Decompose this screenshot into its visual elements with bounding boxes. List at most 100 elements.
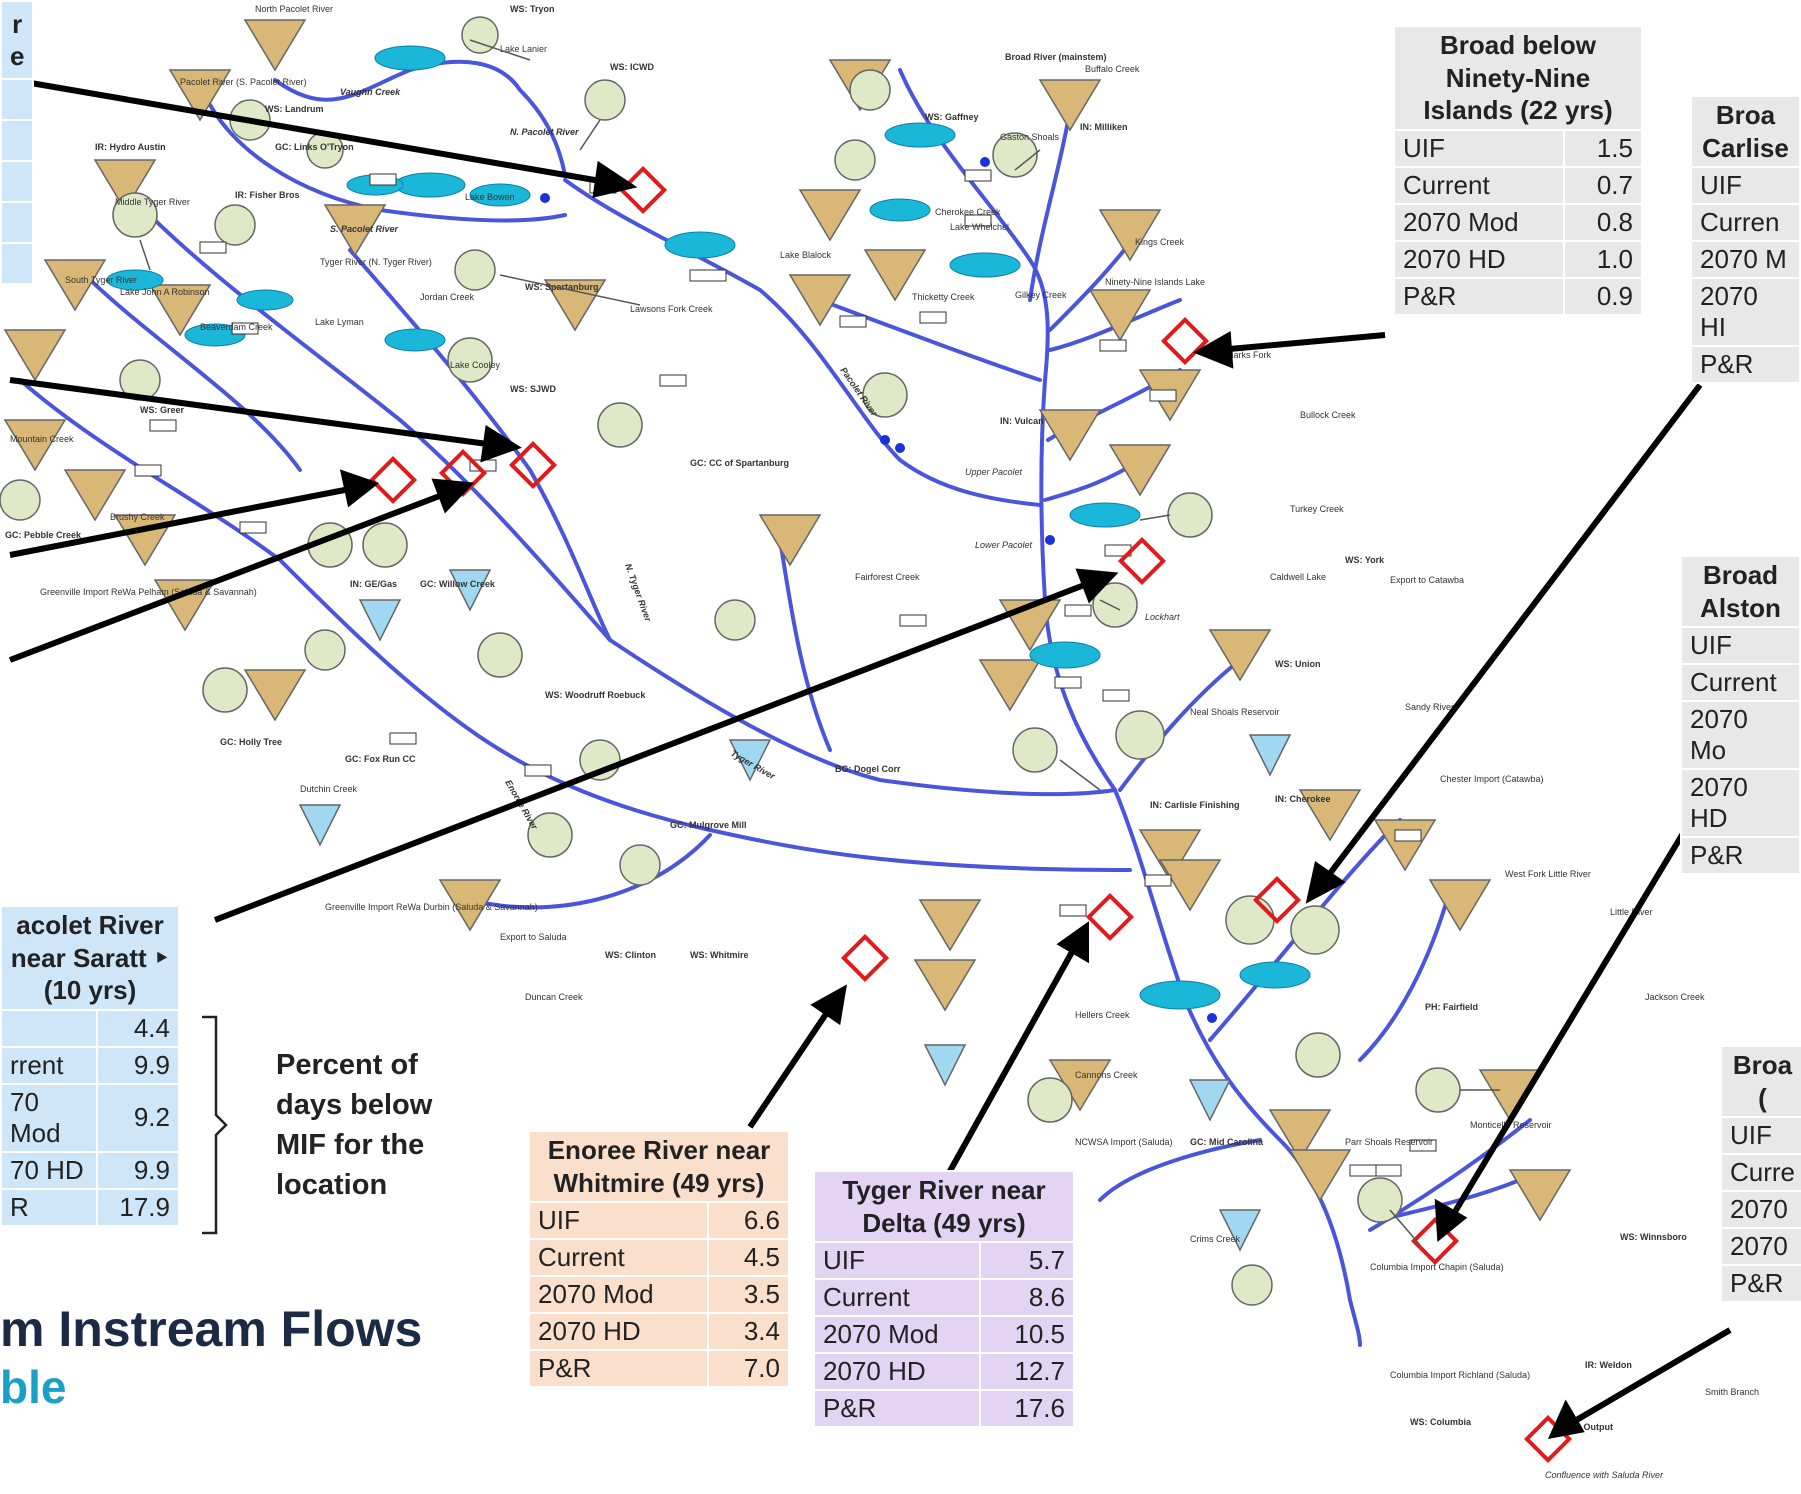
svg-text:WS: Woodruff Roebuck: WS: Woodruff Roebuck: [545, 690, 646, 700]
river-vaughn: [273, 59, 567, 177]
row-value: 8.6: [978, 1278, 1076, 1317]
svg-text:IN: Carlisle Finishing: IN: Carlisle Finishing: [1150, 800, 1240, 810]
svg-text:Broad Output: Broad Output: [1555, 1422, 1613, 1432]
svg-text:Upper Pacolet: Upper Pacolet: [965, 467, 1023, 477]
river-buffalo: [1028, 108, 1072, 302]
row-label: Current: [527, 1238, 710, 1277]
svg-text:Broad River (mainstem): Broad River (mainstem): [1005, 52, 1107, 62]
row-value: 12.7: [978, 1352, 1076, 1391]
river-pacolet: [563, 178, 1042, 507]
row-label: Current: [813, 1278, 981, 1317]
row-label: UIF: [1392, 128, 1566, 168]
svg-text:WS: ICWD: WS: ICWD: [610, 62, 654, 72]
tributary-icons: [3, 19, 1572, 1222]
svg-text:Thicketty Creek: Thicketty Creek: [912, 292, 975, 302]
svg-text:IN: Vulcan: IN: Vulcan: [1000, 416, 1044, 426]
slide-title: m Instream Flows: [0, 1301, 423, 1357]
svg-text:WS: SJWD: WS: SJWD: [510, 384, 556, 394]
svg-text:Duncan Creek: Duncan Creek: [525, 992, 583, 1002]
row-label: P&R: [1680, 836, 1801, 875]
slide-subtitle: ble: [0, 1361, 67, 1413]
table-broad-alston: Broad Alston UIF Current 2070 Mo 2070 HD…: [1680, 555, 1801, 875]
row-label: P&R: [1719, 1264, 1801, 1303]
import-icons: [298, 569, 1292, 1252]
svg-text:GC: Links O'Tryon: GC: Links O'Tryon: [275, 142, 354, 152]
row-label: Current: [1680, 663, 1801, 702]
svg-text:WS: York: WS: York: [1345, 555, 1385, 565]
row-label: UIF: [1719, 1116, 1801, 1155]
table-title: Broa (: [1719, 1045, 1801, 1118]
svg-text:Lockhart: Lockhart: [1145, 612, 1180, 622]
note-percent-days: Percent of days below MIF for the locati…: [276, 1045, 432, 1205]
svg-text:GC: Holly Tree: GC: Holly Tree: [220, 737, 282, 747]
map-text-labels: North Pacolet River Vaughn Creek Lake La…: [5, 4, 1759, 1480]
svg-text:Smith Branch: Smith Branch: [1705, 1387, 1759, 1397]
svg-text:PH: Fairfield: PH: Fairfield: [1425, 1002, 1478, 1012]
row-label: UIF: [813, 1241, 981, 1280]
svg-text:Sandy River: Sandy River: [1405, 702, 1454, 712]
svg-text:Chester Import (Catawba): Chester Import (Catawba): [1440, 774, 1544, 784]
row-label: Current: [1392, 165, 1566, 205]
callout-arrows: [8, 79, 1732, 1439]
svg-text:Lake John A Robinson: Lake John A Robinson: [120, 287, 210, 297]
svg-text:WS: Tryon: WS: Tryon: [510, 4, 555, 14]
row-label: 2070 Mod: [1392, 202, 1566, 242]
note-line: Percent of: [276, 1049, 418, 1081]
river-broad-upper: [898, 68, 1117, 792]
svg-text:IR: Weldon: IR: Weldon: [1585, 1360, 1632, 1370]
row-label: 2070: [1719, 1227, 1801, 1266]
row-value: 3.5: [707, 1275, 790, 1314]
svg-text:WS: Union: WS: Union: [1275, 659, 1321, 669]
river-sandy: [1118, 658, 1242, 792]
row-label: P&R: [1690, 345, 1801, 384]
svg-text:IR: Hydro Austin: IR: Hydro Austin: [95, 142, 166, 152]
svg-text:Greenville Import ReWa Durbin: Greenville Import ReWa Durbin (Saluda & …: [325, 902, 538, 912]
row-value: 0.8: [1563, 202, 1643, 242]
row-value: 4.5: [707, 1238, 790, 1277]
row-label: 2070 HI: [1690, 277, 1801, 347]
row-label: 2070 M: [1690, 240, 1801, 279]
row-label: Curre: [1719, 1153, 1801, 1192]
row-label: UIF: [1680, 626, 1801, 665]
svg-text:WS: Whitmire: WS: Whitmire: [690, 950, 749, 960]
table-top-left-partial: r e: [0, 0, 35, 285]
row-value: 0.7: [1563, 165, 1643, 205]
svg-text:Cherokee Creek: Cherokee Creek: [935, 207, 1001, 217]
svg-text:GC: Willow Creek: GC: Willow Creek: [420, 579, 496, 589]
svg-text:BG: Dogel Corr: BG: Dogel Corr: [835, 764, 901, 774]
table-title: Broa Carlise: [1690, 95, 1801, 168]
brace-icon: [202, 1015, 228, 1235]
river-fairforest: [778, 538, 832, 752]
river-clarks: [1048, 298, 1182, 352]
svg-text:Fairforest Creek: Fairforest Creek: [855, 572, 920, 582]
svg-text:GC: Fox Run CC: GC: Fox Run CC: [345, 754, 416, 764]
svg-text:Neal Shoals Reservoir: Neal Shoals Reservoir: [1190, 707, 1280, 717]
svg-text:South Tyger River: South Tyger River: [65, 275, 137, 285]
svg-text:Lower Pacolet: Lower Pacolet: [975, 540, 1033, 550]
lake-icons: [106, 45, 1311, 1010]
svg-text:Columbia Import Richland (Salu: Columbia Import Richland (Saluda): [1390, 1370, 1530, 1380]
svg-text:N. Tyger River: N. Tyger River: [623, 562, 653, 623]
row-value: 1.5: [1563, 128, 1643, 168]
note-line: MIF for the: [276, 1129, 425, 1161]
svg-text:Gaston Shoals: Gaston Shoals: [1000, 132, 1060, 142]
svg-text:WS: Winnsboro: WS: Winnsboro: [1620, 1232, 1687, 1242]
svg-text:Pacolet River (S. Pacolet Rive: Pacolet River (S. Pacolet River): [180, 77, 307, 87]
river-duncan: [468, 833, 712, 910]
row-value: 6.6: [707, 1201, 790, 1240]
row-label: 2070 HD: [1392, 239, 1566, 279]
svg-text:GC: Mid Carolina: GC: Mid Carolina: [1190, 1137, 1264, 1147]
river-jackson: [1358, 888, 1452, 1062]
svg-text:Dutchin Creek: Dutchin Creek: [300, 784, 358, 794]
svg-text:Buffalo Creek: Buffalo Creek: [1085, 64, 1140, 74]
table-broad-below-ninety-nine: Broad below Ninety-Nine Islands (22 yrs)…: [1392, 25, 1643, 316]
row-value: 0.9: [1563, 276, 1643, 316]
svg-text:Mountain Creek: Mountain Creek: [10, 434, 74, 444]
river-m-tyger: [123, 188, 612, 642]
row-label: 2070 Mod: [527, 1275, 710, 1314]
row-value: 10.5: [978, 1315, 1076, 1354]
row-value: 17.6: [978, 1389, 1076, 1428]
table-title: r e: [0, 0, 35, 81]
table-title: Broad below Ninety-Nine Islands (22 yrs): [1393, 25, 1643, 131]
